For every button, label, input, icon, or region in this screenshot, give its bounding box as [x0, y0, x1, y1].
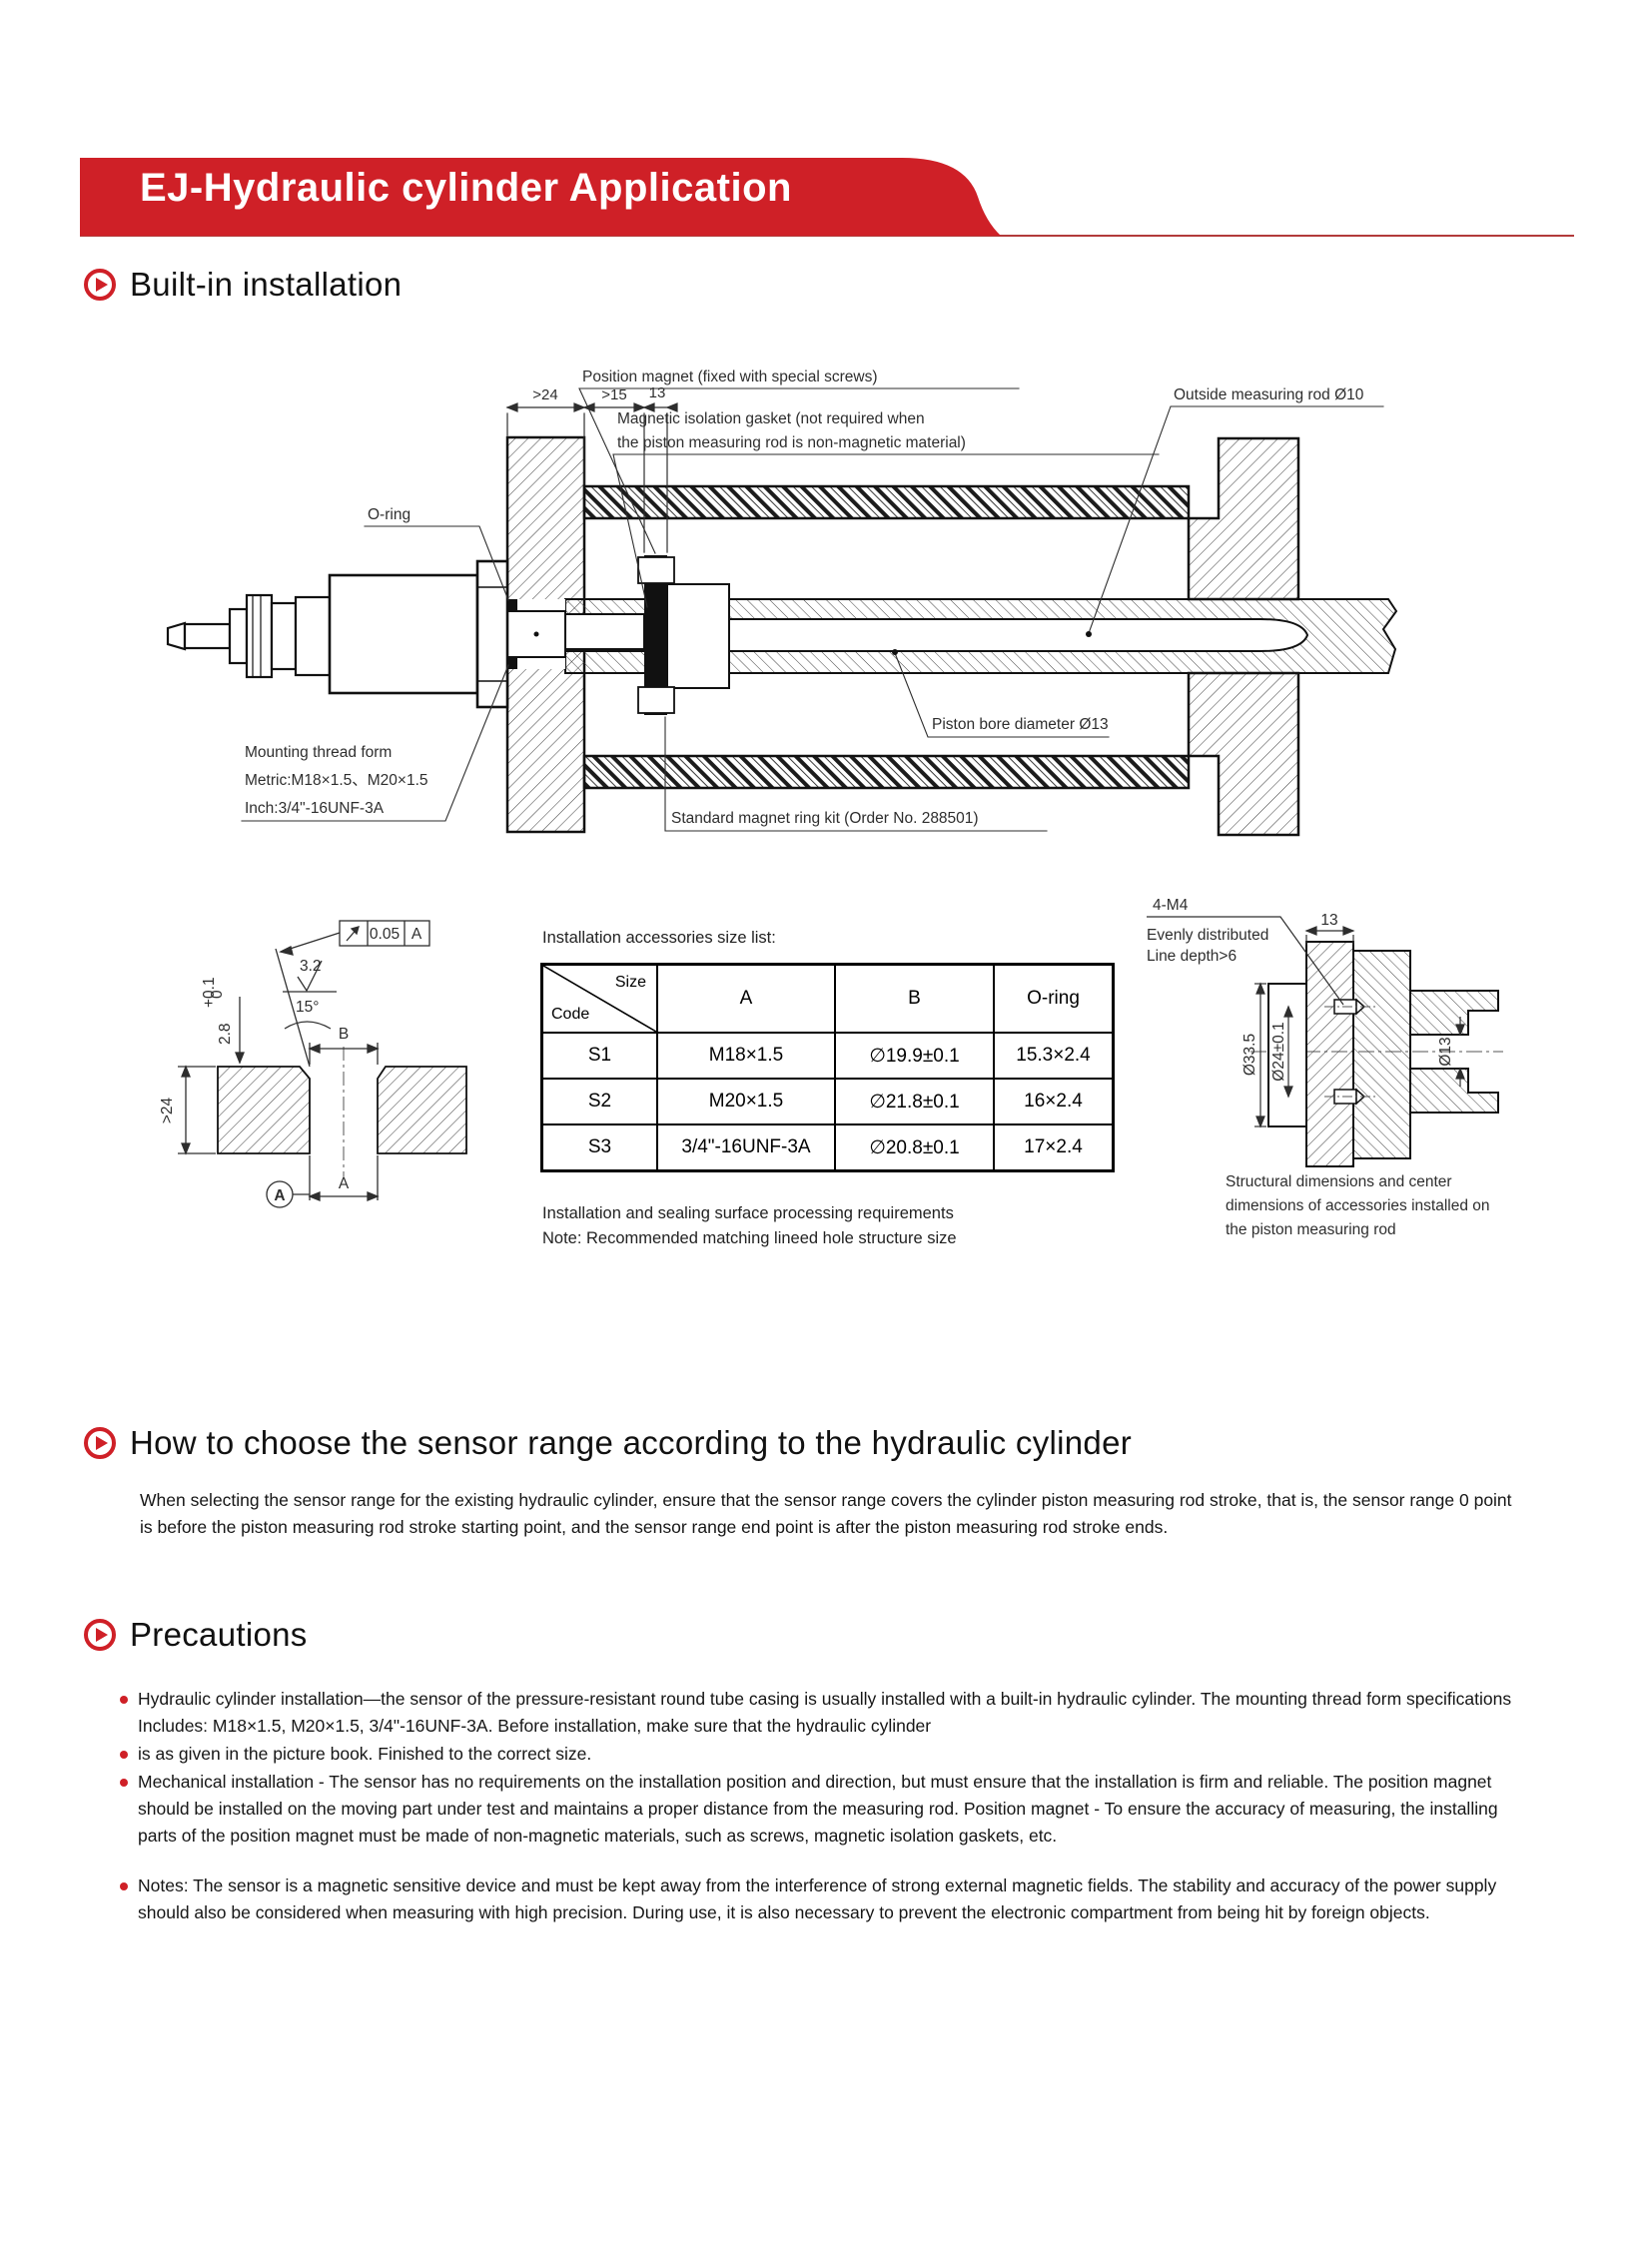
- roughness-value: 3.2: [300, 958, 322, 975]
- list-item: Notes: The sensor is a magnetic sensitiv…: [120, 1872, 1532, 1926]
- cell-a: M18×1.5: [656, 1032, 836, 1080]
- end-block-lower: [1187, 671, 1300, 837]
- bullet-text: Hydraulic cylinder installation—the sens…: [138, 1689, 1512, 1736]
- list-item: Mechanical installation - The sensor has…: [120, 1769, 1532, 1850]
- label-gasket-line1: Magnetic isolation gasket (not required …: [617, 410, 925, 427]
- cylinder-bottom-wall: [582, 754, 1191, 790]
- fcf-datum: A: [412, 926, 422, 943]
- corner-size-label: Size: [614, 974, 646, 991]
- cell-b: ∅20.8±0.1: [834, 1123, 995, 1172]
- label-oring: O-ring: [368, 506, 411, 523]
- label-mount-line1: Mounting thread form: [245, 744, 392, 761]
- bullet-dot-icon: [120, 1751, 128, 1759]
- table-notes: Installation and sealing surface process…: [542, 1201, 957, 1251]
- precautions-list: Hydraulic cylinder installation—the sens…: [120, 1686, 1532, 1927]
- dim-b-label: B: [339, 1026, 349, 1043]
- piston-head: [666, 583, 730, 689]
- cylinder-top-wall: [582, 484, 1191, 520]
- depth-tol-up: +0.1: [201, 977, 218, 1008]
- label-d335: Ø33.5: [1241, 1034, 1258, 1076]
- bullet-dot-icon: [120, 1779, 128, 1787]
- detail-left: 0.05 A 3.2 15° 2.8 +0.1 0 >24 B A A: [159, 920, 467, 1208]
- table-note-2: Note: Recommended matching lineed hole s…: [542, 1229, 957, 1247]
- table-note-1: Installation and sealing surface process…: [542, 1204, 954, 1222]
- label-piston-bore: Piston bore diameter Ø13: [932, 716, 1109, 733]
- table-title: Installation accessories size list:: [542, 929, 776, 947]
- sensor: [166, 559, 509, 709]
- label-mount-line2: Metric:M18×1.5、M20×1.5: [245, 772, 428, 789]
- depth-value: 2.8: [217, 1023, 234, 1045]
- bullet-text: Notes: The sensor is a magnetic sensitiv…: [138, 1875, 1497, 1922]
- label-13-top: 13: [1320, 912, 1337, 929]
- label-outside-rod: Outside measuring rod Ø10: [1174, 386, 1364, 403]
- label-line-depth: Line depth>6: [1147, 948, 1237, 965]
- section-precautions-heading: Precautions: [84, 1616, 308, 1654]
- page-title: EJ-Hydraulic cylinder Application: [140, 166, 792, 210]
- dim-gt15: >15: [601, 386, 626, 403]
- col-header-b: B: [834, 963, 995, 1034]
- bullet-text: Mechanical installation - The sensor has…: [138, 1772, 1498, 1846]
- cell-b: ∅21.8±0.1: [834, 1078, 995, 1125]
- cell-b: ∅19.9±0.1: [834, 1032, 995, 1080]
- label-position-magnet: Position magnet (fixed with special scre…: [582, 369, 877, 385]
- section-range-title: How to choose the sensor range according…: [130, 1424, 1133, 1461]
- label-d13: Ø13: [1437, 1037, 1454, 1066]
- section-builtin-title: Built-in installation: [130, 266, 403, 303]
- bullet-text: is as given in the picture book. Finishe…: [138, 1744, 592, 1764]
- col-header-a: A: [656, 963, 836, 1034]
- bullet-dot-icon: [120, 1882, 128, 1890]
- play-circle-icon: [84, 1619, 116, 1651]
- magnet-screw-bottom: [637, 686, 675, 714]
- cell-oring: 17×2.4: [993, 1123, 1115, 1172]
- position-magnet: [644, 555, 667, 715]
- detail-right: 4-M4 Evenly distributed Line depth>6 13 …: [1147, 897, 1503, 1238]
- col-header-oring: O-ring: [993, 963, 1115, 1034]
- label-gasket-line2: the piston measuring rod is non-magnetic…: [617, 434, 966, 451]
- corner-code-label: Code: [551, 1006, 590, 1023]
- dim-a-label: A: [339, 1175, 350, 1192]
- play-circle-icon: [84, 1427, 116, 1459]
- detail-right-caption1: Structural dimensions and center: [1226, 1173, 1452, 1190]
- banner-shape: [80, 158, 1574, 237]
- accessories-size-table: Size Code A B O-ring S1 M18×1.5 ∅19.9±0.…: [540, 963, 1115, 1172]
- detail-right-caption2: dimensions of accessories installed on: [1226, 1197, 1490, 1214]
- rod-neck: [564, 613, 645, 650]
- table-row: S2 M20×1.5 ∅21.8±0.1 16×2.4: [540, 1078, 1115, 1125]
- section-precautions-title: Precautions: [130, 1616, 308, 1653]
- play-circle-icon: [84, 269, 116, 301]
- cell-code: S1: [540, 1032, 658, 1080]
- angle-value: 15°: [296, 999, 319, 1016]
- rod-bore: [564, 618, 1309, 652]
- depth-tol-dn: 0: [209, 990, 226, 999]
- dim-13: 13: [649, 384, 666, 401]
- table-row: S1 M18×1.5 ∅19.9±0.1 15.3×2.4: [540, 1032, 1115, 1080]
- range-paragraph: When selecting the sensor range for the …: [140, 1490, 1512, 1537]
- cell-oring: 16×2.4: [993, 1078, 1115, 1125]
- bullet-dot-icon: [120, 1696, 128, 1704]
- detail-right-caption3: the piston measuring rod: [1226, 1221, 1396, 1238]
- list-item: Hydraulic cylinder installation—the sens…: [120, 1686, 1532, 1740]
- table-row: S3 3/4"-16UNF-3A ∅20.8±0.1 17×2.4: [540, 1123, 1115, 1172]
- cell-a: M20×1.5: [656, 1078, 836, 1125]
- magnet-screw-top: [637, 556, 675, 584]
- datum-a: A: [274, 1187, 285, 1204]
- cell-a: 3/4"-16UNF-3A: [656, 1123, 836, 1172]
- label-4m4: 4-M4: [1153, 897, 1189, 914]
- v24-dim: >24: [159, 1097, 176, 1123]
- label-magnet-kit: Standard magnet ring kit (Order No. 2885…: [671, 810, 979, 827]
- end-block-upper: [1187, 436, 1300, 601]
- label-mount-line3: Inch:3/4"-16UNF-3A: [245, 800, 385, 817]
- cell-code: S2: [540, 1078, 658, 1125]
- dim-gt24: >24: [532, 386, 557, 403]
- cell-code: S3: [540, 1123, 658, 1172]
- label-evenly: Evenly distributed: [1147, 927, 1268, 944]
- label-d24: Ø24±0.1: [1270, 1022, 1287, 1081]
- leader-lines: [241, 387, 1384, 832]
- section-range-heading: How to choose the sensor range according…: [84, 1424, 1132, 1462]
- cell-oring: 15.3×2.4: [993, 1032, 1115, 1080]
- fcf-value: 0.05: [370, 926, 400, 943]
- section-builtin-heading: Built-in installation: [84, 266, 402, 304]
- list-item: is as given in the picture book. Finishe…: [120, 1741, 1532, 1768]
- table-corner-cell: Size Code: [540, 963, 658, 1034]
